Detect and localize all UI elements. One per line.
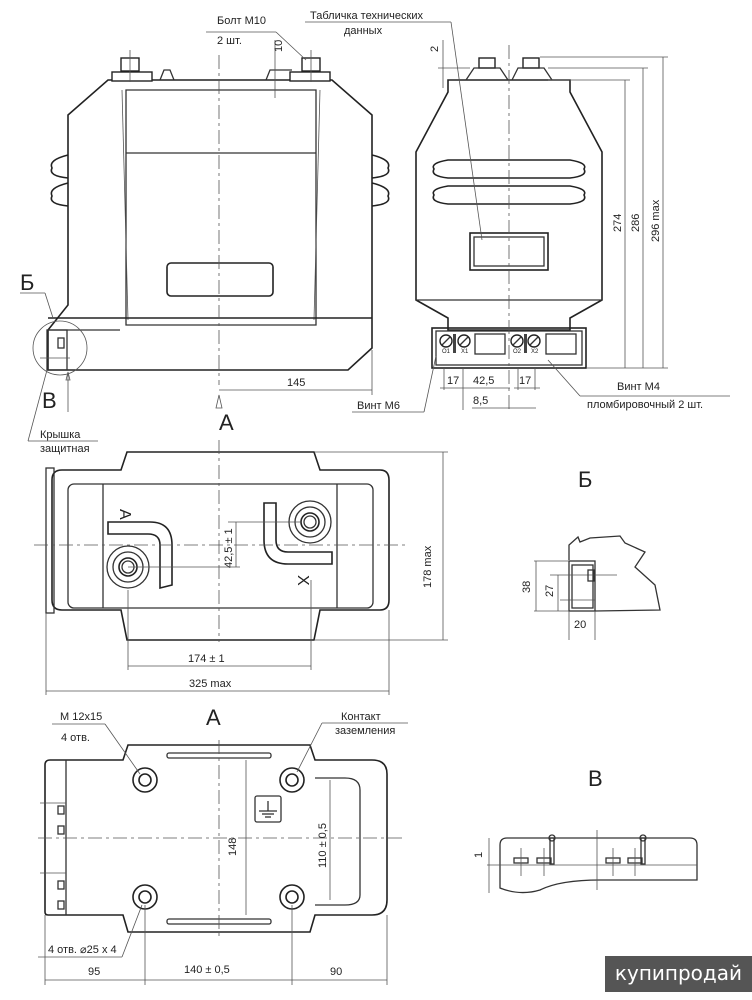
bolt-label: Болт М10 (217, 15, 266, 27)
screw-m4-label-2: пломбировочный 2 шт. (587, 399, 703, 411)
detail-v-title: В (588, 766, 603, 791)
letter-a: А (116, 509, 133, 520)
terminal-o1-icon (439, 334, 453, 348)
bolt-left-icon (111, 50, 153, 82)
terminal-x2-icon (527, 334, 541, 348)
dim-1: 1 (473, 852, 485, 858)
terminal-o2-icon (510, 334, 524, 348)
terminal-label-o2: О2 (513, 349, 522, 355)
hole-label: 4 отв. ⌀25 х 4 (48, 944, 117, 956)
side-terminals (40, 802, 66, 910)
thread-label-2: 4 отв. (61, 732, 90, 744)
dim-148: 148 (227, 838, 239, 856)
mount-hole-tl-icon (132, 767, 158, 793)
view-b-marker: Б (20, 270, 34, 295)
dim-20: 20 (574, 619, 586, 631)
dim-274: 274 (612, 214, 624, 232)
dim-17a: 17 (447, 375, 459, 387)
cover-label-1: Крышка (40, 429, 81, 441)
dim-2: 2 (429, 46, 441, 52)
watermark-logo: купипродай (604, 956, 752, 992)
mount-hole-tr-icon (279, 767, 305, 793)
dim-42-5: 42,5 (473, 375, 494, 387)
dim-178: 178 max (422, 545, 434, 588)
detail-v: В 1 (473, 766, 698, 894)
terminal-label-o1: О1 (442, 349, 451, 355)
bolt-count: 2 шт. (217, 35, 242, 47)
dim-38: 38 (521, 581, 533, 593)
dim-296: 296 max (650, 199, 662, 242)
ground-symbol-icon (254, 795, 282, 823)
bolt-right-icon (289, 50, 331, 82)
dim-140: 140 ± 0,5 (184, 964, 230, 976)
cover-label-2: защитная (40, 443, 90, 455)
dim-110: 110 ± 0,5 (317, 823, 329, 868)
letter-x: Х (294, 575, 311, 586)
plate-label-2: данных (344, 25, 383, 37)
detail-b-title: Б (578, 467, 592, 492)
dim-286: 286 (630, 214, 642, 232)
detail-b: Б 38 27 20 (521, 467, 661, 640)
terminal-label-x1: Х1 (461, 349, 469, 355)
view-a-title: А (206, 705, 221, 730)
terminal-label-x2: Х2 (531, 349, 539, 355)
thread-label-1: М 12х15 (60, 711, 102, 723)
side-view: О1 Х1 О2 Х2 Табличка технических данных … (305, 10, 730, 413)
dim-27: 27 (544, 585, 556, 597)
ground-label-1: Контакт (341, 711, 381, 723)
dim-17b: 17 (519, 375, 531, 387)
dim-8-5: 8,5 (473, 395, 488, 407)
plate-label-1: Табличка технических (310, 10, 423, 22)
view-v-marker: В (42, 388, 57, 413)
terminal-x1-icon (457, 334, 471, 348)
dim-95: 95 (88, 966, 100, 978)
screw-m4-label-1: Винт М4 (617, 381, 660, 393)
view-a-marker: А (219, 410, 234, 435)
dim-174: 174 ± 1 (188, 653, 225, 665)
detail-v-screws (513, 834, 647, 876)
top-view: А Х 42,5 ± 1 178 max 174 ± 1 325 max (34, 440, 448, 695)
view-a: А 148 110 ± 0,5 М 12х15 4 о (38, 705, 408, 985)
dim-10: 10 (273, 40, 285, 52)
ground-label-2: заземления (335, 725, 395, 737)
dim-42-5-tol: 42,5 ± 1 (223, 528, 235, 568)
screw-m6-label: Винт М6 (357, 400, 400, 412)
dim-145: 145 (287, 377, 305, 389)
dim-90: 90 (330, 966, 342, 978)
dim-325: 325 max (189, 678, 232, 690)
front-view: 10 Болт М10 2 шт. 145 А Б В Крышка защит… (20, 15, 390, 455)
